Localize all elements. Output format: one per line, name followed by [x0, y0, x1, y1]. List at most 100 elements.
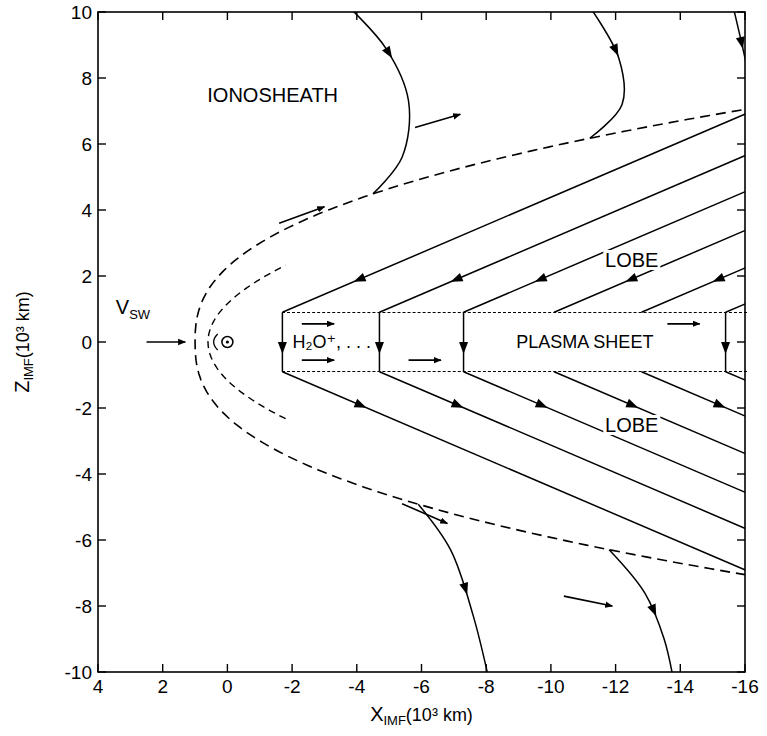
z-tick: [737, 605, 745, 606]
axis-title-unit: (10³ km): [13, 291, 33, 358]
field-arrowhead: [533, 273, 548, 286]
field-arrowhead: [625, 399, 640, 412]
z-tick: [737, 341, 745, 342]
flow-arrow: [409, 359, 441, 361]
ionosheath-field-line: [732, 12, 745, 91]
flow-arrow: [564, 596, 613, 606]
z-tick: [98, 77, 106, 78]
z-tick: [98, 473, 106, 474]
z-tick-label: -10: [65, 663, 92, 682]
lobe-field-line: [726, 372, 745, 387]
x-tick: [550, 12, 551, 20]
field-arrowhead: [736, 36, 745, 50]
nucleus: [222, 337, 233, 348]
x-tick: [550, 664, 551, 672]
z-tick-label: -8: [75, 597, 92, 616]
x-tick: [615, 664, 616, 672]
x-tick-label: 4: [93, 677, 104, 696]
axis-title-part: X: [370, 703, 383, 725]
field-arrowhead: [382, 46, 396, 61]
x-tick: [680, 664, 681, 672]
ionosheath-field-line: [418, 504, 489, 672]
field-arrowhead: [278, 342, 287, 354]
z-tick: [737, 539, 745, 540]
x-tick: [97, 12, 98, 20]
field-arrowhead: [449, 273, 464, 286]
flow-arrow: [147, 341, 186, 343]
z-tick: [737, 77, 745, 78]
x-tick: [680, 12, 681, 20]
x-tick: [421, 12, 422, 20]
field-arrowhead: [711, 273, 726, 286]
ionosheath-field-line: [586, 12, 624, 138]
z-tick-label: -2: [75, 399, 92, 418]
z-tick-label: 8: [81, 69, 92, 88]
plasma-sheet-text: PLASMA SHEET: [514, 333, 655, 351]
x-tick: [744, 12, 745, 20]
x-tick: [227, 12, 228, 20]
x-tick: [486, 664, 487, 672]
axis-title-subscript: IMF: [383, 713, 405, 728]
x-tick: [615, 12, 616, 20]
field-arrowhead: [609, 43, 622, 58]
ionosheath-field-line: [609, 550, 674, 672]
z-tick: [98, 671, 106, 672]
flow-arrow: [415, 114, 460, 127]
z-tick-label: 10: [71, 3, 92, 22]
z-tick: [98, 341, 106, 342]
flow-arrow: [402, 504, 447, 524]
plasma-sheet-text: H₂O⁺, . . .: [290, 333, 373, 351]
flow-arrow: [302, 323, 334, 325]
lobe-field-line: [379, 149, 745, 313]
x-tick-label: 0: [222, 677, 233, 696]
lobe-field-line: [554, 372, 745, 461]
x-tick-label: 2: [157, 677, 168, 696]
flow-arrow: [302, 359, 334, 361]
x-tick-label: -10: [537, 677, 564, 696]
z-tick: [98, 407, 106, 408]
x-tick: [744, 664, 745, 672]
z-tick: [737, 275, 745, 276]
field-arrowhead: [354, 399, 369, 412]
field-arrowhead: [624, 273, 639, 286]
velocity-subscript: SW: [129, 307, 150, 322]
inner-boundary: [208, 265, 286, 418]
x-tick-label: -16: [731, 677, 758, 696]
field-arrowhead: [713, 399, 728, 412]
plasma-sheet: H₂O⁺, . . . PLASMA SHEET: [282, 312, 747, 371]
lobe-field-line: [726, 297, 745, 312]
z-tick-label: 4: [81, 201, 92, 220]
x-tick: [356, 12, 357, 20]
z-tick-label: 2: [81, 267, 92, 286]
z-tick: [98, 605, 106, 606]
z-axis-title: ZIMF(10³ km): [12, 291, 35, 393]
z-tick: [737, 671, 745, 672]
z-tick: [98, 209, 106, 210]
x-tick: [227, 664, 228, 672]
z-tick: [737, 143, 745, 144]
ionopause-arc: [214, 334, 218, 350]
z-tick-label: -6: [75, 531, 92, 550]
region-label: LOBE: [603, 250, 660, 270]
field-arrowhead: [535, 399, 550, 412]
lobe-field-line: [464, 372, 745, 500]
field-arrowhead: [459, 342, 468, 354]
z-tick-label: -4: [75, 465, 92, 484]
x-tick: [356, 664, 357, 672]
z-tick: [737, 407, 745, 408]
x-tick-label: -8: [478, 677, 495, 696]
lobe-field-line: [379, 372, 745, 536]
field-arrowhead: [721, 342, 730, 354]
x-tick: [162, 664, 163, 672]
z-tick-label: 6: [81, 135, 92, 154]
nucleus-core: [226, 340, 229, 343]
x-tick: [291, 664, 292, 672]
z-tick: [98, 11, 106, 12]
region-label: IONOSHEATH: [205, 85, 340, 105]
z-tick: [737, 209, 745, 210]
z-tick: [98, 275, 106, 276]
axis-title-part: Z: [11, 381, 33, 393]
lobe-field-line: [554, 224, 745, 313]
